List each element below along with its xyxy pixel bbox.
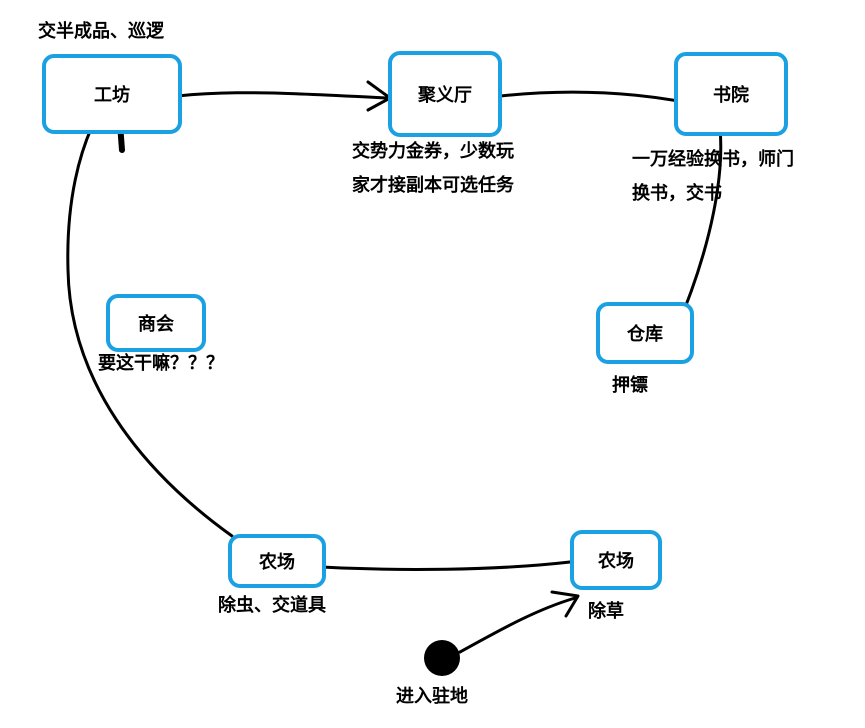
- start-label: 进入驻地: [396, 686, 468, 707]
- note-cangku: 押镖: [612, 375, 648, 396]
- node-shuyuan-label: 书院: [713, 85, 749, 106]
- note-shuyuan-line2: 换书，交书: [632, 183, 722, 204]
- note-farm-left: 除虫、交道具: [218, 595, 326, 616]
- node-workshop: 工坊: [42, 54, 182, 134]
- node-juyiting: 聚义厅: [388, 51, 502, 137]
- node-cangku: 仓库: [596, 302, 694, 364]
- arrowhead-farm-right: [550, 590, 580, 618]
- start-dot: [424, 640, 460, 676]
- arrow-farm-right-to-farm-left: [300, 560, 572, 571]
- node-juyiting-label: 聚义厅: [418, 85, 472, 106]
- node-shanghui: 商会: [106, 294, 206, 352]
- node-shuyuan: 书院: [674, 52, 788, 136]
- node-farm-right: 农场: [570, 530, 662, 590]
- node-farm-left: 农场: [228, 534, 326, 588]
- node-cangku-label: 仓库: [627, 324, 663, 345]
- note-shanghui: 要这干嘛？？？: [98, 353, 224, 374]
- node-farm-right-label: 农场: [598, 551, 634, 572]
- note-juyiting-line1: 交势力金券，少数玩: [352, 141, 514, 162]
- arrow-farm-left-to-workshop: [66, 116, 234, 538]
- node-workshop-label: 工坊: [94, 85, 130, 106]
- node-shanghui-label: 商会: [138, 314, 174, 335]
- arrow-start-to-farm-right: [458, 596, 577, 654]
- note-shuyuan-line1: 一万经验换书，师门: [632, 149, 794, 170]
- note-farm-right: 除草: [588, 601, 624, 622]
- note-juyiting-line2: 家才接副本可选任务: [352, 175, 514, 196]
- note-workshop: 交半成品、巡逻: [38, 21, 164, 42]
- node-farm-left-label: 农场: [259, 552, 295, 573]
